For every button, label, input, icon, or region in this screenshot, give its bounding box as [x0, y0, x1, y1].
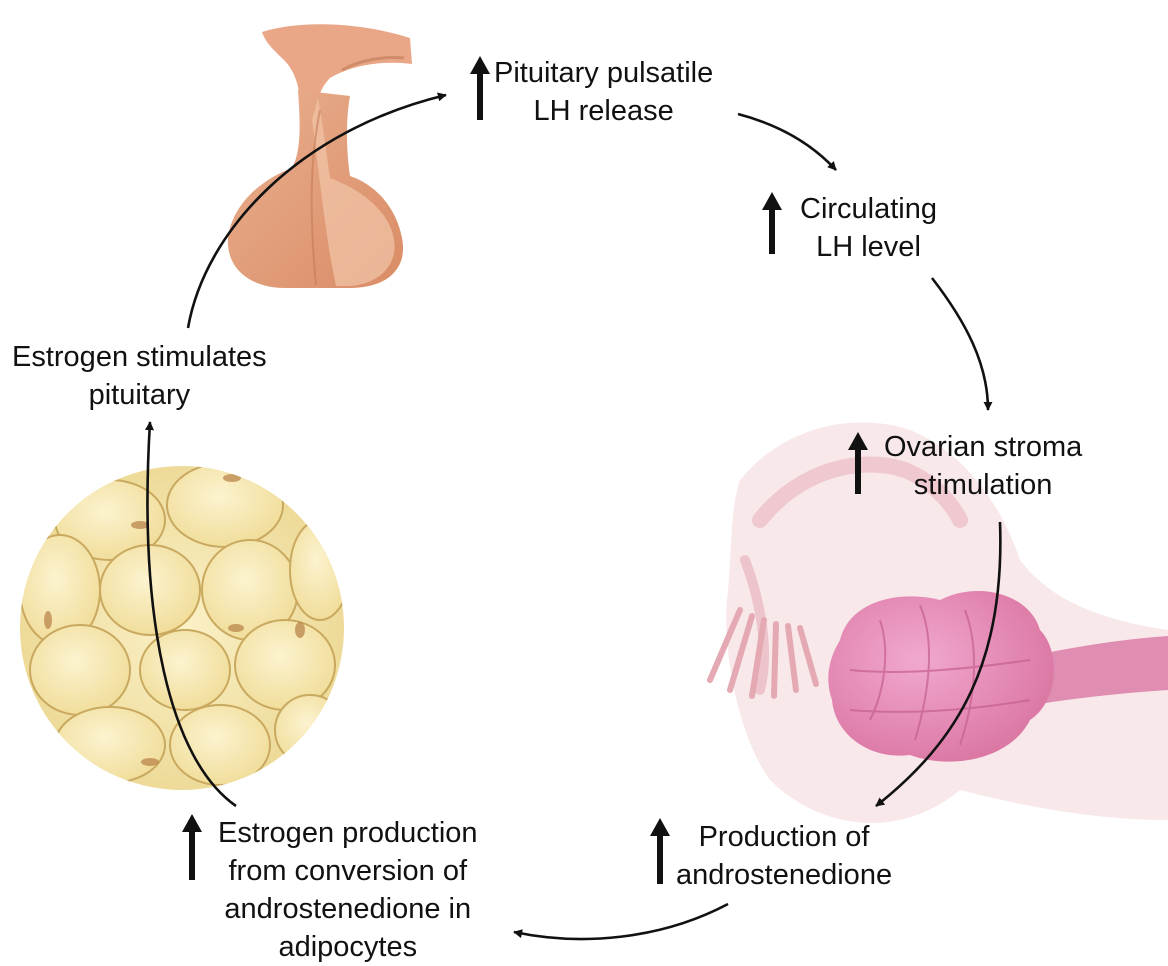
increase-arrow-icon — [180, 814, 204, 880]
label-pituitary-pulsatile-lh-release: Pituitary pulsatile LH release — [494, 54, 713, 130]
increase-arrow-icon — [760, 192, 784, 254]
connector-androstenedione-to-estrogen — [514, 904, 728, 939]
label-ovarian-stroma-stimulation: Ovarian stroma stimulation — [884, 428, 1082, 504]
increase-arrow-icon — [648, 818, 672, 884]
label-circulating-lh-level: Circulating LH level — [800, 190, 937, 266]
connector-circulating-to-ovarian — [932, 278, 988, 410]
label-estrogen-production: Estrogen production from conversion of a… — [218, 814, 478, 966]
connector-pituitary-to-circulating — [738, 114, 836, 170]
pituitary-gland-illustration — [228, 24, 412, 288]
increase-arrow-icon — [846, 432, 870, 494]
increase-arrow-icon — [468, 56, 492, 120]
label-estrogen-stimulates-pituitary: Estrogen stimulates pituitary — [12, 338, 267, 414]
label-production-of-androstenedione: Production of androstenedione — [676, 818, 892, 894]
